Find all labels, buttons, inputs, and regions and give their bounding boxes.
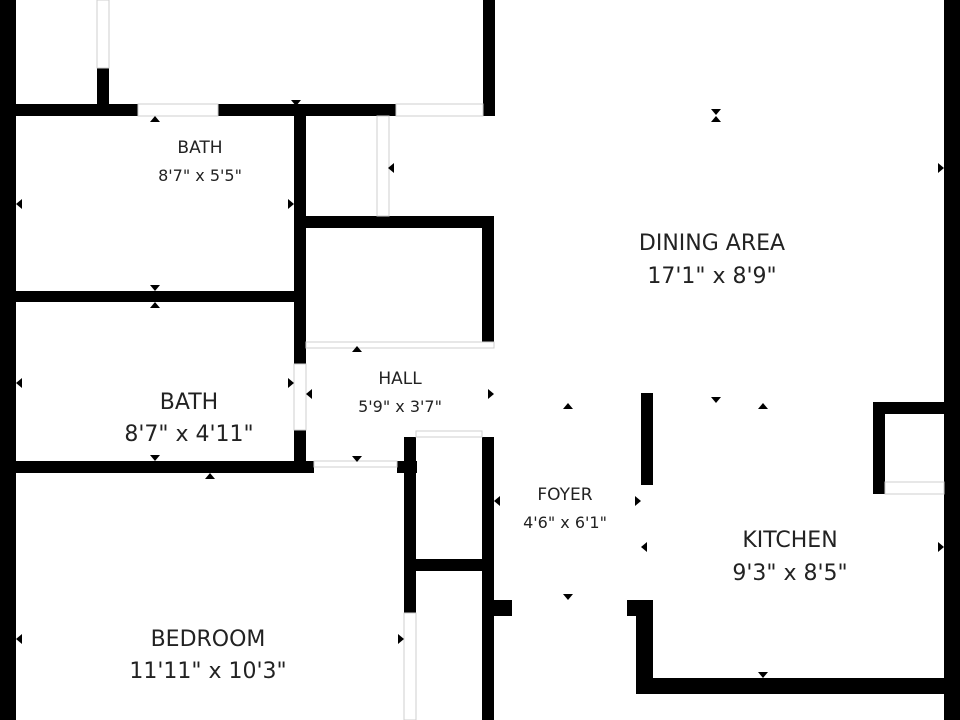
marker (150, 302, 160, 308)
wall-pantry-top (873, 402, 948, 414)
door-closet (376, 115, 390, 217)
door-top-left (96, 0, 110, 69)
marker (398, 634, 404, 644)
wall-pantry-left (873, 402, 885, 494)
room-name-foyer: FOYER (537, 485, 592, 505)
wall-bedroom-right (404, 437, 416, 613)
wall-upper-stub (97, 68, 109, 106)
marker (150, 285, 160, 291)
room-dims-bedroom: 11'11" x 10'3" (129, 659, 286, 684)
marker (641, 542, 647, 552)
door-openings (96, 0, 945, 720)
marker (563, 594, 573, 600)
room-name-bath-upper: BATH (177, 138, 222, 158)
marker (306, 389, 312, 399)
door-hall-closet (415, 430, 483, 438)
marker (291, 100, 301, 106)
room-name-dining: DINING AREA (639, 231, 785, 256)
marker (352, 346, 362, 352)
marker (711, 109, 721, 115)
wall-closet-lower-divider (416, 559, 494, 571)
room-name-kitchen: KITCHEN (742, 528, 837, 553)
room-name-hall: HALL (378, 369, 422, 389)
wall-foyer-left (482, 437, 494, 720)
wall-right-outer (944, 0, 960, 720)
room-dims-kitchen: 9'3" x 8'5" (732, 561, 847, 586)
marker (563, 403, 573, 409)
door-hall-bottom (313, 460, 398, 468)
door-closet-top (395, 103, 484, 117)
wall-upper-bath-top-left (16, 104, 138, 116)
marker (16, 378, 22, 388)
marker (711, 116, 721, 122)
marker (288, 199, 294, 209)
door-bedroom-closet (403, 612, 417, 720)
room-name-bath-lower: BATH (160, 390, 218, 415)
marker (758, 403, 768, 409)
marker (388, 163, 394, 173)
room-dims-dining: 17'1" x 8'9" (647, 264, 776, 289)
door-hall-top (305, 341, 495, 349)
wall-upper-bath-top-right (218, 104, 396, 116)
marker (205, 473, 215, 479)
marker (352, 456, 362, 462)
door-upper-bath (137, 103, 219, 117)
door-pantry (884, 481, 945, 495)
wall-closet-top (306, 216, 494, 228)
wall-lower-bath-bottom (16, 461, 314, 473)
marker (288, 378, 294, 388)
wall-kitchen-left-stub (641, 393, 653, 485)
wall-kitchen-bottom (636, 678, 960, 694)
marker (494, 496, 500, 506)
marker (150, 116, 160, 122)
room-dims-hall: 5'9" x 3'7" (358, 397, 442, 416)
wall-closet-right (482, 216, 494, 342)
wall-left-outer (0, 0, 16, 720)
marker (938, 542, 944, 552)
dimension-markers (16, 100, 944, 678)
wall-between-baths (16, 291, 296, 302)
marker (635, 496, 641, 506)
marker (711, 397, 721, 403)
room-dims-foyer: 4'6" x 6'1" (523, 513, 607, 532)
wall-foyer-bottom-left (494, 600, 512, 616)
wall-bath-divider-vertical (294, 104, 306, 364)
wall-kitchen-left (636, 600, 653, 694)
wall-top-center (483, 0, 495, 116)
marker (150, 455, 160, 461)
room-dims-bath-upper: 8'7" x 5'5" (158, 166, 242, 185)
room-dims-bath-lower: 8'7" x 4'11" (124, 422, 253, 447)
marker (16, 634, 22, 644)
marker (938, 163, 944, 173)
marker (16, 199, 22, 209)
room-labels: BATH 8'7" x 5'5" BATH 8'7" x 4'11" HALL … (124, 138, 847, 684)
door-lower-bath (293, 363, 307, 431)
marker (488, 389, 494, 399)
marker (758, 672, 768, 678)
room-name-bedroom: BEDROOM (151, 627, 266, 652)
